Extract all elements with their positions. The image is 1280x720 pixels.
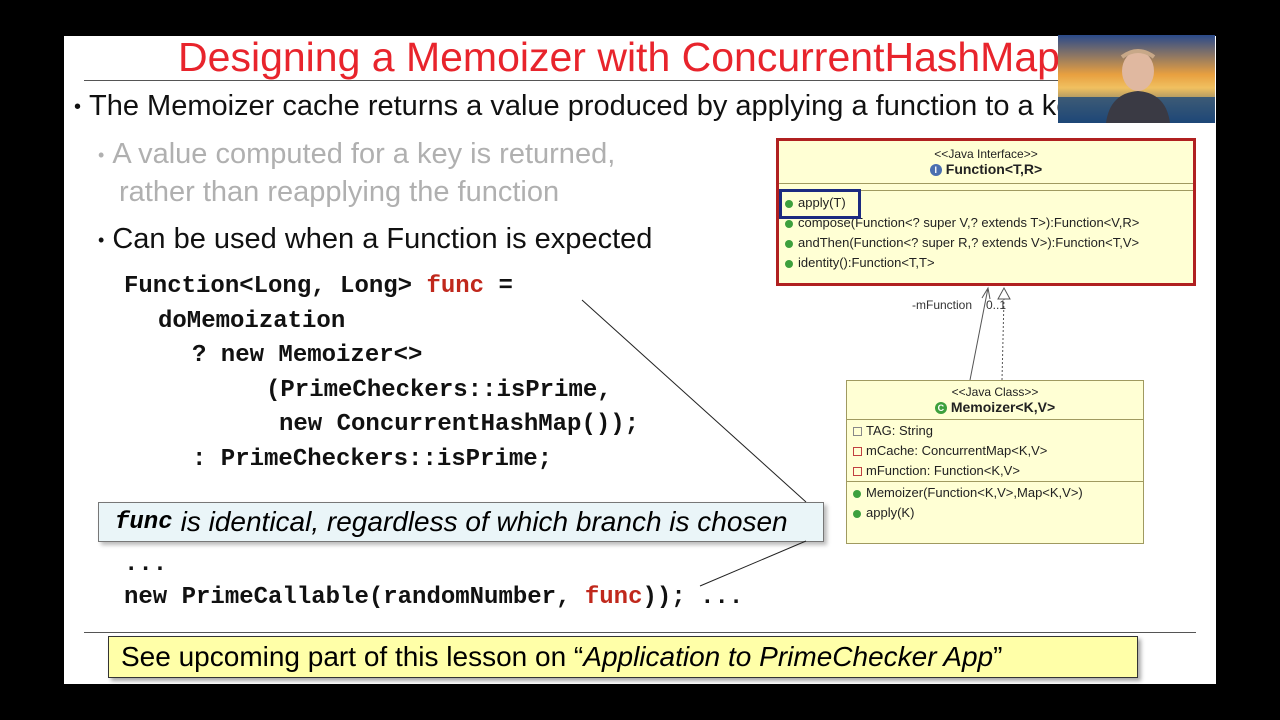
code-line-3: ? new Memoizer<>: [192, 342, 423, 369]
bullet-dot-icon: •: [98, 144, 105, 165]
code-text: )); ...: [642, 584, 744, 611]
sub-bullet-1-line-1: A value computed for a key is returned,: [112, 138, 616, 170]
uml-field-row: mCache: ConcurrentMap<K,V>: [847, 441, 1143, 461]
bullet-main: • The Memoizer cache returns a value prod…: [74, 90, 1087, 123]
uml-method-text: Memoizer(Function<K,V>,Map<K,V>): [866, 485, 1083, 500]
code-func-highlight: func: [426, 273, 485, 300]
code-text: Function<Long, Long>: [124, 273, 427, 300]
code-line-1: Function<Long, Long> func =: [124, 273, 513, 300]
callout-pointer-lines: [581, 286, 1011, 587]
class-icon: C: [934, 402, 947, 415]
uml-method-row: apply(K): [847, 503, 1143, 523]
uml-method-text: identity():Function<T,T>: [798, 255, 935, 270]
callout-text: is identical, regardless of which branch…: [180, 506, 788, 537]
realization-arrow-icon: [997, 286, 1011, 300]
pointer-line-bottom: [699, 540, 807, 587]
bottom-divider: [84, 632, 1196, 633]
uml-field-text: mCache: ConcurrentMap<K,V>: [866, 443, 1048, 458]
bullet-dot-icon: •: [74, 95, 82, 118]
uml-method-row: Memoizer(Function<K,V>,Map<K,V>): [847, 483, 1143, 503]
private-field-icon: [853, 467, 862, 477]
sub-bullet-1: • A value computed for a key is returned,: [98, 138, 615, 171]
code-line-4: (PrimeCheckers::isPrime,: [266, 377, 612, 404]
uml-field-row: TAG: String: [847, 421, 1143, 441]
uml-method-text: apply(T): [798, 195, 846, 210]
code-line-6: : PrimeCheckers::isPrime;: [192, 446, 553, 473]
uml-method-text: andThen(Function<? super R,? extends V>)…: [798, 235, 1140, 250]
uml-memoizer-methods: Memoizer(Function<K,V>,Map<K,V>) apply(K…: [847, 481, 1143, 523]
uml-field-row: mFunction: Function<K,V>: [847, 461, 1143, 481]
slide-title: Designing a Memoizer with ConcurrentHash…: [178, 36, 1060, 80]
code-line-2: doMemoization: [158, 308, 346, 335]
constructor-icon: [853, 489, 861, 498]
sub-bullet-2: • Can be used when a Function is expected: [98, 223, 652, 256]
sub-bullet-2-text: Can be used when a Function is expected: [112, 223, 653, 255]
apply-highlight-box: [779, 189, 861, 219]
code-line-5: new ConcurrentHashMap());: [279, 411, 640, 438]
code-line-8: new PrimeCallable(randomNumber, func)); …: [124, 584, 743, 611]
static-field-icon: [853, 427, 862, 437]
public-method-icon: [853, 509, 861, 518]
uml-memoizer-fields: TAG: String mCache: ConcurrentMap<K,V> m…: [847, 419, 1143, 481]
bullet-dot-icon: •: [98, 229, 105, 250]
code-line-7: ...: [124, 551, 168, 578]
callout-func: func: [115, 508, 173, 536]
pointer-line-top: [581, 299, 807, 503]
uml-function-methods: apply(T) compose(Function<? super V,? ex…: [779, 189, 1193, 273]
static-method-icon: [785, 259, 793, 268]
uml-method-row: apply(T): [779, 189, 1193, 219]
slide: Designing a Memoizer with ConcurrentHash…: [64, 36, 1216, 684]
uml-method-text: apply(K): [866, 505, 915, 520]
uml-memoizer-stereotype: <<Java Class>>: [951, 385, 1039, 399]
upcoming-note: See upcoming part of this lesson on “App…: [108, 636, 1138, 678]
private-field-icon: [853, 447, 862, 457]
sub-bullet-1-line-2: rather than reapplying the function: [119, 176, 560, 208]
uml-method-row: compose(Function<? super V,? extends T>)…: [779, 213, 1193, 233]
public-method-icon: [785, 239, 793, 248]
uml-function-name: Function<T,R>: [945, 161, 1043, 177]
uml-function-stereotype: <<Java Interface>>: [934, 147, 1038, 161]
note-suffix: ”: [993, 641, 1003, 672]
webcam-video-icon: [1058, 35, 1215, 123]
association-arrow-icon: [981, 286, 991, 300]
note-prefix: See upcoming part of this lesson on “: [121, 641, 584, 672]
uml-memoizer-name: Memoizer<K,V>: [950, 399, 1056, 415]
bullet-main-text: The Memoizer cache returns a value produ…: [89, 90, 1087, 122]
uml-field-text: mFunction: Function<K,V>: [866, 463, 1020, 478]
title-divider: [84, 80, 1196, 81]
public-method-icon: [785, 219, 793, 228]
uml-method-row: identity():Function<T,T>: [779, 253, 1193, 273]
code-text: new PrimeCallable(randomNumber,: [124, 584, 585, 611]
uml-method-text: compose(Function<? super V,? extends T>)…: [798, 215, 1140, 230]
uml-method-row: andThen(Function<? super R,? extends V>)…: [779, 233, 1193, 253]
uml-function-fields: [779, 183, 1193, 190]
code-text: =: [484, 273, 513, 300]
uml-field-text: TAG: String: [866, 423, 933, 438]
public-method-icon: [785, 199, 793, 208]
webcam-overlay: [1058, 35, 1215, 123]
uml-role-label: -mFunction: [912, 298, 973, 312]
note-italic: Application to PrimeChecker App: [583, 641, 994, 672]
interface-icon: I: [929, 164, 942, 177]
association-line: [969, 287, 989, 381]
code-func-highlight: func: [584, 584, 643, 611]
realization-line: [1001, 297, 1005, 381]
uml-multiplicity-label: 0..1: [986, 298, 1007, 312]
